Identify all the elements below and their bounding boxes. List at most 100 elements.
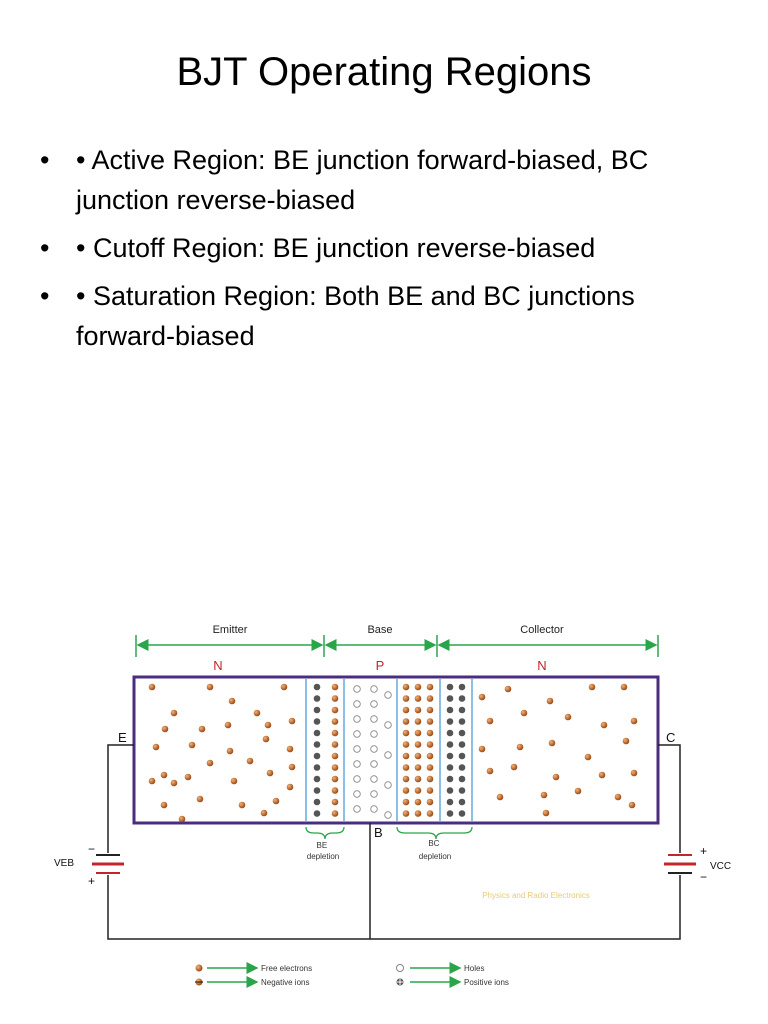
- negative-ion: [331, 764, 339, 771]
- positive-ion: [313, 798, 321, 806]
- free-electron: [542, 809, 550, 817]
- vcc-label: VCC: [710, 861, 731, 872]
- negative-ion: [414, 752, 422, 760]
- positive-ion: [458, 706, 466, 714]
- negative-ion: [414, 706, 422, 714]
- base-terminal-label: B: [374, 825, 383, 840]
- free-electron: [280, 683, 288, 691]
- hole: [370, 745, 378, 753]
- bullet-marker: •: [40, 281, 50, 311]
- hole: [370, 805, 378, 813]
- free-electron: [288, 717, 296, 725]
- negative-ion: [402, 695, 410, 702]
- svg-text:+: +: [700, 844, 707, 858]
- legend-negative-ions: Negative ions: [195, 976, 309, 988]
- bc-depletion-label: BC depletion: [419, 839, 451, 861]
- hole: [353, 775, 361, 783]
- negative-ion: [331, 695, 339, 702]
- transistor-body: [132, 675, 660, 825]
- hole: [353, 745, 361, 753]
- positive-ion: [313, 810, 321, 817]
- hole: [370, 730, 378, 738]
- negative-ion: [331, 752, 339, 760]
- free-electron: [184, 773, 192, 781]
- negative-ion: [331, 718, 339, 725]
- positive-ion: [446, 810, 454, 817]
- negative-ion: [331, 706, 339, 714]
- free-electron: [588, 683, 596, 691]
- positive-ion: [313, 752, 321, 760]
- negative-ion: [426, 798, 434, 806]
- hole: [384, 781, 392, 789]
- free-electron: [286, 745, 294, 753]
- free-electron: [246, 757, 254, 765]
- free-electron: [272, 797, 280, 805]
- free-electron: [564, 713, 572, 721]
- free-electron: [540, 791, 548, 799]
- negative-ion: [402, 798, 410, 806]
- positive-ion: [458, 729, 466, 737]
- hole: [353, 760, 361, 768]
- negative-ion: [331, 741, 339, 748]
- negative-ion: [426, 729, 434, 737]
- bullet-text: • Active Region: BE junction forward-bia…: [76, 145, 649, 215]
- free-electron: [206, 759, 214, 767]
- bullet-item: • • Cutoff Region: BE junction reverse-b…: [40, 228, 740, 268]
- watermark: Physics and Radio Electronics: [482, 891, 590, 900]
- negative-ion: [414, 683, 422, 691]
- be-depletion-label: BE depletion: [307, 841, 339, 861]
- legend-free-electrons: Free electrons: [195, 962, 312, 974]
- depletion-boundaries: [305, 679, 473, 821]
- positive-ion: [313, 775, 321, 783]
- collector-label: Collector: [520, 624, 564, 636]
- negative-ion: [414, 695, 422, 702]
- negative-ion: [426, 810, 434, 817]
- positive-ion: [458, 741, 466, 748]
- free-electron: [160, 801, 168, 809]
- free-electron: [598, 771, 606, 779]
- negative-ion: [402, 718, 410, 725]
- hole: [353, 715, 361, 723]
- positive-ion: [446, 718, 454, 725]
- free-electron: [520, 709, 528, 717]
- veb-battery-icon: − +: [88, 842, 124, 888]
- positive-ion: [458, 775, 466, 783]
- emitter-doping-label: N: [213, 658, 222, 673]
- negative-ion: [426, 683, 434, 691]
- free-electron: [148, 777, 156, 785]
- positive-ion: [313, 706, 321, 714]
- negative-ion: [426, 787, 434, 794]
- free-electron: [253, 709, 261, 717]
- negative-ion: [402, 810, 410, 817]
- negative-ion: [414, 787, 422, 794]
- free-electron: [516, 743, 524, 751]
- positive-ion: [446, 706, 454, 714]
- hole: [370, 715, 378, 723]
- negative-ion: [402, 683, 410, 691]
- positive-ion: [446, 695, 454, 702]
- svg-text:Positive ions: Positive ions: [464, 978, 509, 987]
- free-electron: [496, 793, 504, 801]
- base-label: Base: [367, 624, 392, 636]
- svg-text:−: −: [700, 870, 707, 884]
- svg-text:Negative ions: Negative ions: [261, 978, 309, 987]
- legend: Free electrons Negative ions Holes Posit…: [195, 962, 509, 988]
- negative-ion: [414, 729, 422, 737]
- hole: [353, 805, 361, 813]
- positive-ion: [458, 752, 466, 760]
- free-electron: [266, 769, 274, 777]
- free-electron: [628, 801, 636, 809]
- hole: [353, 700, 361, 708]
- free-electron: [620, 683, 628, 691]
- negative-ion: [414, 741, 422, 748]
- positive-ion: [446, 787, 454, 794]
- free-electron: [614, 793, 622, 801]
- free-electron: [630, 717, 638, 725]
- negative-ion: [414, 718, 422, 725]
- free-electron: [198, 725, 206, 733]
- positive-ion: [313, 787, 321, 794]
- negative-ion: [426, 764, 434, 771]
- bullet-list: • • Active Region: BE junction forward-b…: [40, 140, 740, 364]
- negative-ion: [331, 787, 339, 794]
- hole: [353, 790, 361, 798]
